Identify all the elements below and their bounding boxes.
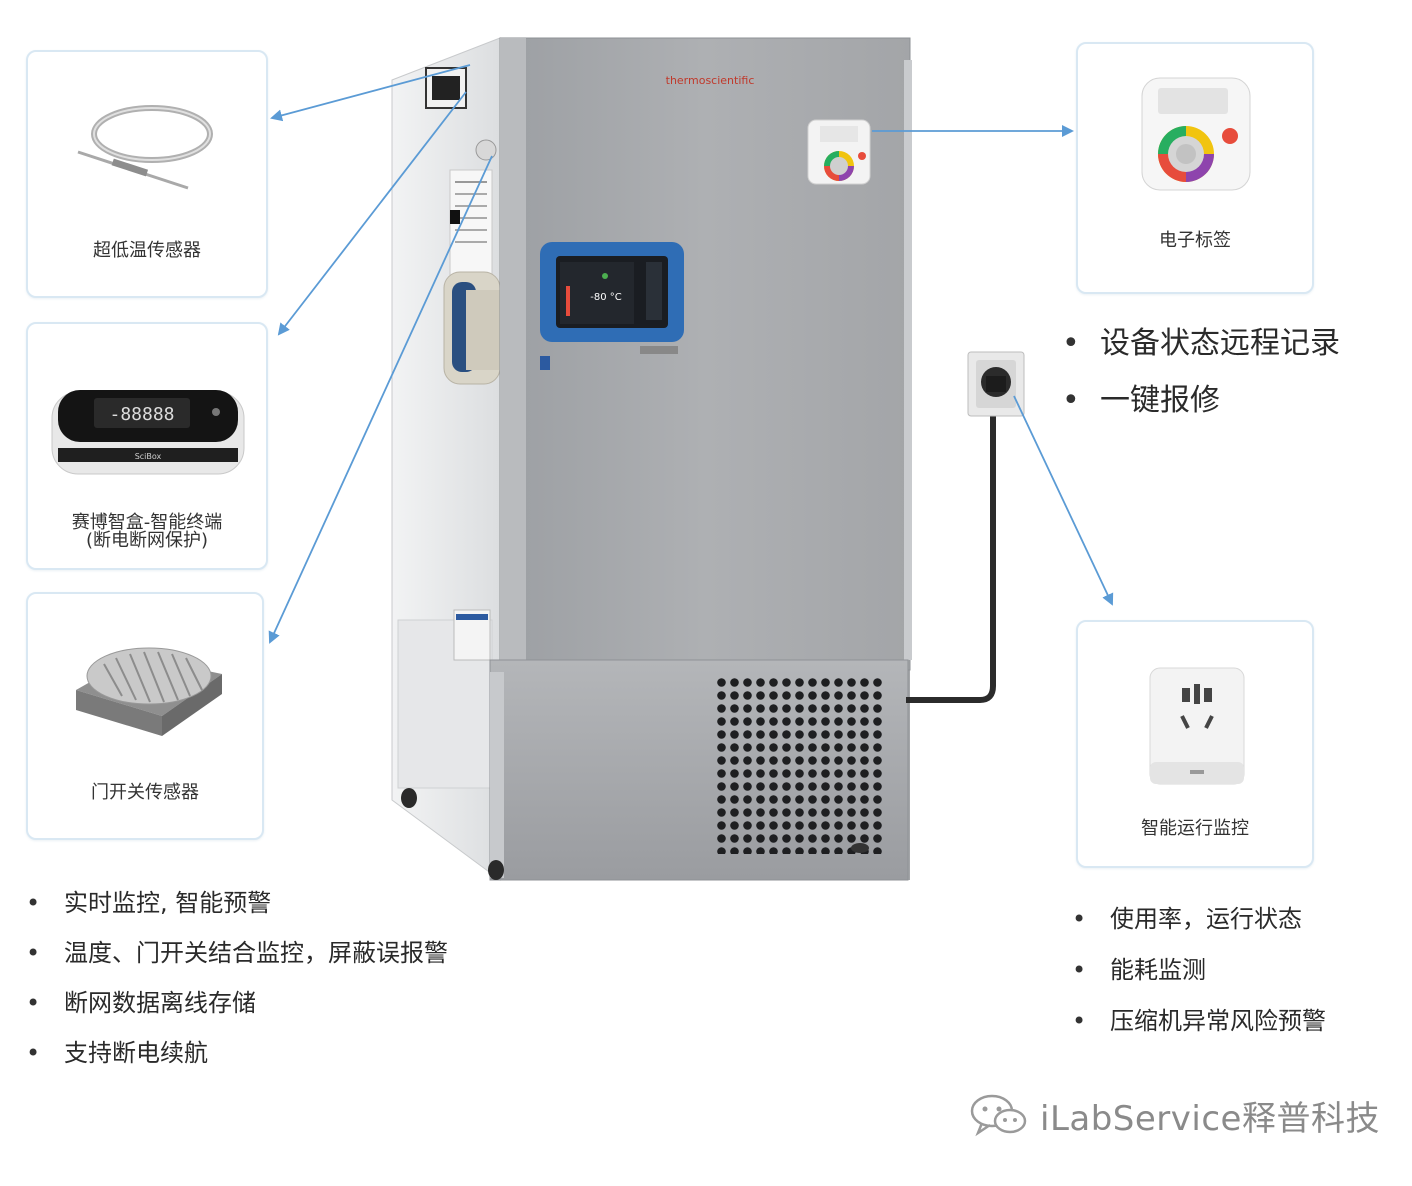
label-smart-plug: 智能运行监控 [1141,818,1249,839]
arrow-to-door-sensor [268,155,493,644]
card-smart-box: -88888 SciBox 赛博智盒-智能终端 (断电断网保护) [26,322,268,570]
card-e-label: 电子标签 [1076,42,1314,294]
power-cable [906,351,1025,703]
label-smart-box-line1: 赛博智盒-智能终端 [71,512,223,533]
list-item: 设备状态远程记录 [1060,324,1340,381]
card-smart-plug: 智能运行监控 [1076,620,1314,868]
display-temperature: -80 °C [590,292,622,303]
compressor-vents [716,676,886,854]
label-smart-box-line2: (断电断网保护) [85,530,209,551]
arrow-to-smart-plug [1013,395,1114,606]
wechat-icon [970,1094,1027,1137]
list-item: 实时监控, 智能预警 [24,886,448,936]
e-label-device-icon [1141,77,1251,191]
card-ult-temp-sensor: 超低温传感器 [26,50,268,298]
list-item: 一键报修 [1060,381,1340,438]
watermark-text: iLabService释普科技 [1040,1098,1380,1139]
list-item: 断网数据离线存储 [24,986,448,1036]
freezer-front-door: thermoscientific -80 °C [401,37,912,881]
list-item: 能耗监测 [1070,953,1326,1004]
list-item: 使用率，运行状态 [1070,902,1326,953]
box-screen-digits: -88888 [109,404,174,425]
door-sensor-plate-icon [76,647,222,736]
connector-arrows [268,64,1114,644]
bullets-left: 实时监控, 智能预警 温度、门开关结合监控，屏蔽误报警 断网数据离线存储 支持断… [24,886,448,1086]
list-item: 温度、门开关结合监控，屏蔽误报警 [24,936,448,986]
list-item: 压缩机异常风险预警 [1070,1004,1326,1055]
list-item: 支持断电续航 [24,1036,448,1086]
brand-label: thermoscientific [666,74,755,87]
temperature-sensor-cable-icon [77,105,213,190]
smart-box-terminal-icon: -88888 SciBox [51,390,245,475]
smart-plug-icon [1149,667,1245,785]
bullets-top-right: 设备状态远程记录 一键报修 [1060,324,1340,438]
bullets-bottom-right: 使用率，运行状态 能耗监测 压缩机异常风险预警 [1070,902,1326,1055]
card-door-sensor: 门开关传感器 [26,592,264,840]
arrow-to-smart-box [277,91,467,336]
freezer-side-panel [391,37,501,881]
label-door-sensor: 门开关传感器 [91,782,199,803]
label-e-label: 电子标签 [1159,230,1231,251]
box-brand: SciBox [135,452,162,461]
arrow-to-temp-sensor [270,64,471,122]
label-ult-temp-sensor: 超低温传感器 [93,240,201,261]
watermark: iLabService释普科技 [968,1090,1380,1140]
